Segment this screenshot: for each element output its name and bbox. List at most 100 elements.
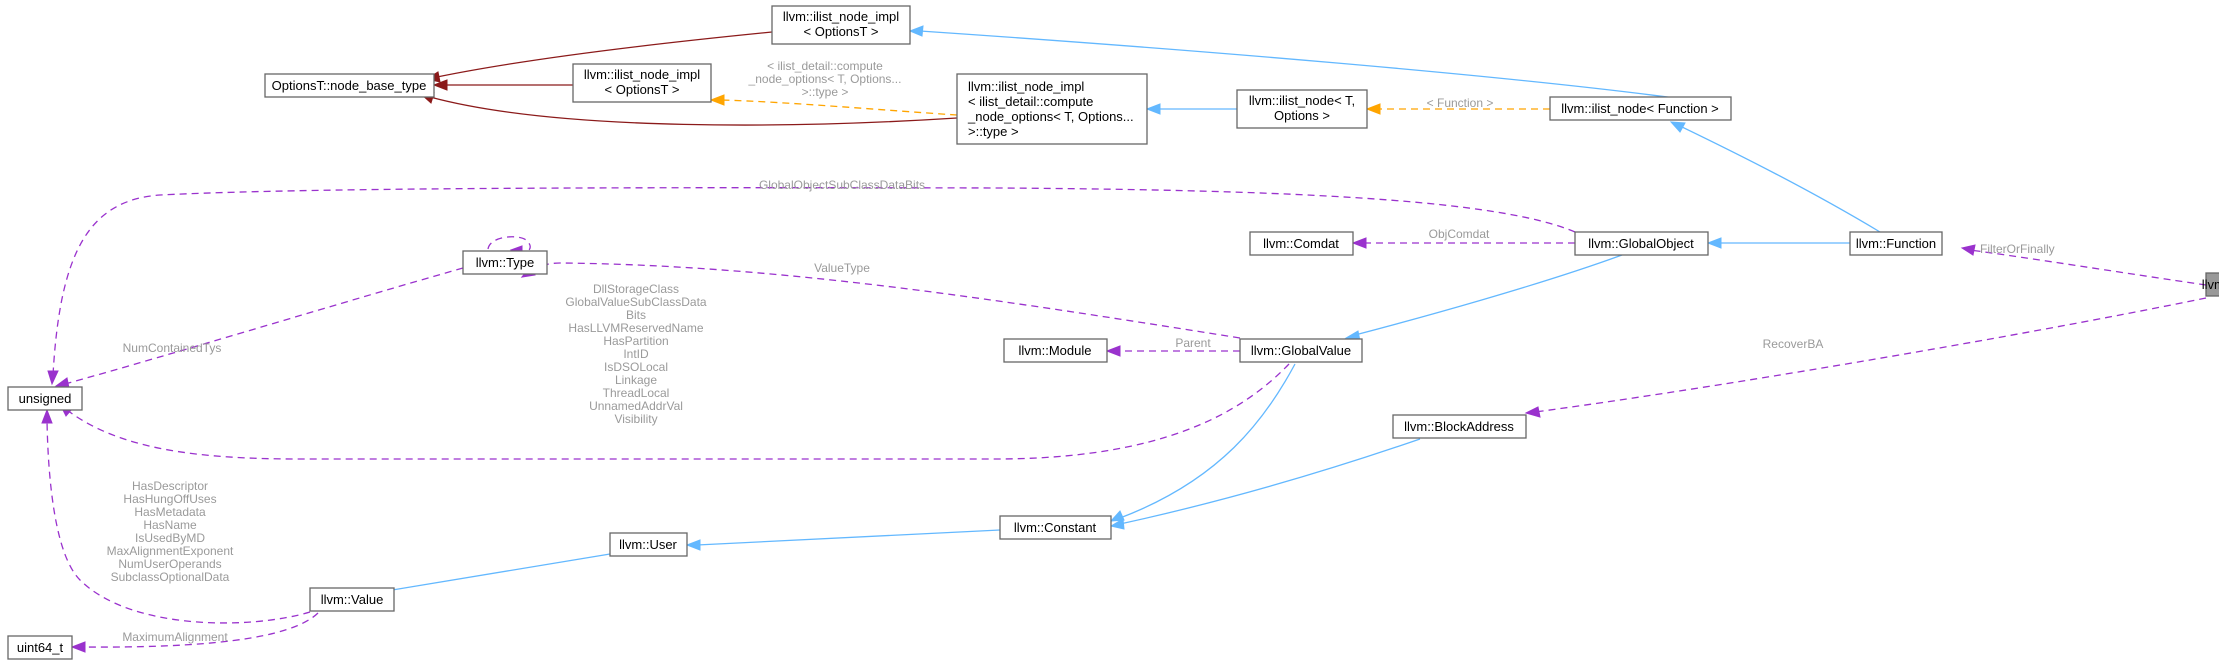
- svg-text:llvm::Constant: llvm::Constant: [1014, 520, 1097, 535]
- label-parent: Parent: [1175, 336, 1211, 350]
- text-line: SubclassOptionalData: [111, 570, 230, 584]
- edge-num-contained-tys: [64, 267, 464, 385]
- node-options-node-base-type[interactable]: OptionsT::node_base_type: [264, 73, 435, 98]
- arrowhead: [1960, 244, 1976, 256]
- text-line: ObjComdat: [1429, 227, 1490, 241]
- text-line: HasHungOffUses: [123, 492, 216, 506]
- text-line: llvm::ilist_node_impl: [783, 9, 899, 24]
- label-compute-template: < ilist_detail::compute_node_options< T,…: [748, 59, 902, 99]
- edge-constant-user: [696, 529, 1001, 546]
- arrowhead: [709, 94, 725, 106]
- edge-ilistnodefunction-function: [1679, 125, 1881, 233]
- node-type[interactable]: llvm::Type: [462, 250, 548, 275]
- svg-text:llvm::ilist_node_impl< Options: llvm::ilist_node_impl< OptionsT >: [584, 67, 700, 97]
- text-line: IntID: [623, 347, 649, 361]
- label-recover-ba: RecoverBA: [1763, 337, 1824, 351]
- label-obj-comdat: ObjComdat: [1429, 227, 1490, 241]
- edge-recover-ba: [1534, 297, 2207, 413]
- text-line: DllStorageClass: [593, 282, 679, 296]
- node-comdat[interactable]: llvm::Comdat: [1249, 231, 1354, 256]
- edge-globalvalue-constant: [1119, 363, 1296, 519]
- arrowhead: [1524, 406, 1541, 418]
- arrowhead: [1109, 510, 1125, 522]
- svg-text:llvm::Type: llvm::Type: [476, 255, 535, 270]
- text-line: llvm::ilist_node< Function >: [1561, 101, 1719, 116]
- text-line: llvm::ilist_node_impl: [584, 67, 700, 82]
- text-line: MaxAlignmentExponent: [107, 544, 234, 558]
- text-line: llvm::Value: [321, 592, 384, 607]
- node-user[interactable]: llvm::User: [609, 532, 688, 557]
- node-constant[interactable]: llvm::Constant: [999, 515, 1112, 540]
- text-line: MaximumAlignment: [122, 630, 228, 644]
- text-line: NumContainedTys: [123, 341, 222, 355]
- text-line: NumUserOperands: [118, 557, 221, 571]
- text-line: llvm::Module: [1019, 343, 1092, 358]
- text-line: IsDSOLocal: [604, 360, 668, 374]
- edge-value-fields: [46, 419, 311, 624]
- node-seh-handler[interactable]: llvm::SEHHandler: [2202, 272, 2219, 297]
- text-line: llvm::Comdat: [1263, 236, 1339, 251]
- node-unsigned[interactable]: unsigned: [7, 386, 83, 411]
- text-line: Options >: [1274, 108, 1330, 123]
- text-line: < ilist_detail::compute: [767, 59, 883, 73]
- text-line: llvm::ilist_node_impl: [968, 79, 1084, 94]
- text-line: IsUsedByMD: [135, 531, 205, 545]
- node-function[interactable]: llvm::Function: [1849, 231, 1943, 256]
- edge-globalobject-subclass-bits: [52, 187, 1576, 376]
- arrowhead: [432, 79, 448, 91]
- node-block-address[interactable]: llvm::BlockAddress: [1392, 414, 1527, 439]
- svg-text:llvm::SEHHandler: llvm::SEHHandler: [2202, 277, 2219, 292]
- node-module[interactable]: llvm::Module: [1003, 338, 1108, 363]
- node-uint64[interactable]: uint64_t: [7, 635, 73, 660]
- arrowhead: [47, 370, 59, 386]
- text-line: OptionsT::node_base_type: [272, 78, 427, 93]
- node-ilist-node-impl-top[interactable]: llvm::ilist_node_impl< OptionsT >: [771, 5, 911, 45]
- svg-text:llvm::Comdat: llvm::Comdat: [1263, 236, 1339, 251]
- label-maximum-alignment: MaximumAlignment: [122, 630, 228, 644]
- text-line: llvm::GlobalObject: [1588, 236, 1694, 251]
- text-line: unsigned: [19, 391, 72, 406]
- text-line: _node_options< T, Options...: [748, 72, 902, 86]
- label-globalobject-subclass-bits: GlobalObjectSubClassDataBits: [759, 178, 925, 192]
- node-value[interactable]: llvm::Value: [309, 587, 395, 612]
- svg-text:unsigned: unsigned: [19, 391, 72, 406]
- svg-text:llvm::User: llvm::User: [619, 537, 677, 552]
- edge-maximum-alignment: [81, 612, 319, 648]
- svg-text:llvm::Value: llvm::Value: [321, 592, 384, 607]
- arrowhead: [685, 539, 701, 551]
- text-line: < OptionsT >: [804, 24, 879, 39]
- arrowhead: [70, 641, 86, 653]
- text-line: llvm::Function: [1856, 236, 1936, 251]
- label-filter-or-finally: FilterOrFinally: [1980, 242, 2055, 256]
- text-line: < Function >: [1427, 96, 1494, 110]
- text-line: GlobalValueSubClassData: [565, 295, 707, 309]
- arrowhead: [41, 408, 53, 424]
- text-line: llvm::Constant: [1014, 520, 1097, 535]
- text-line: HasDescriptor: [132, 479, 208, 493]
- node-global-object[interactable]: llvm::GlobalObject: [1574, 231, 1709, 256]
- svg-text:llvm::Function: llvm::Function: [1856, 236, 1936, 251]
- svg-text:llvm::ilist_node_impl< Options: llvm::ilist_node_impl< OptionsT >: [783, 9, 899, 39]
- arrowhead: [1105, 345, 1121, 357]
- svg-text:llvm::BlockAddress: llvm::BlockAddress: [1404, 419, 1514, 434]
- node-ilist-node-t-options[interactable]: llvm::ilist_node< T,Options >: [1236, 89, 1368, 129]
- node-ilist-node-function[interactable]: llvm::ilist_node< Function >: [1549, 96, 1732, 121]
- text-line: UnnamedAddrVal: [589, 399, 683, 413]
- svg-text:OptionsT::node_base_type: OptionsT::node_base_type: [272, 78, 427, 93]
- text-line: HasMetadata: [134, 505, 206, 519]
- node-ilist-node-impl-mid[interactable]: llvm::ilist_node_impl< OptionsT >: [572, 63, 712, 103]
- text-line: HasLLVMReservedName: [568, 321, 703, 335]
- text-line: llvm::SEHHandler: [2202, 277, 2219, 292]
- node-global-value[interactable]: llvm::GlobalValue: [1239, 338, 1363, 363]
- edge-top-ilistnodefunction: [919, 30, 1676, 99]
- edge-globalvalue-fields: [66, 363, 1290, 460]
- text-line: < OptionsT >: [605, 82, 680, 97]
- text-line: llvm::ilist_node< T,: [1249, 93, 1355, 108]
- text-line: RecoverBA: [1763, 337, 1824, 351]
- text-line: >::type >: [802, 85, 849, 99]
- text-line: Parent: [1175, 336, 1211, 350]
- text-line: llvm::User: [619, 537, 677, 552]
- node-ilist-node-impl-compute[interactable]: llvm::ilist_node_impl< ilist_detail::com…: [956, 73, 1148, 145]
- svg-text:llvm::GlobalValue: llvm::GlobalValue: [1251, 343, 1351, 358]
